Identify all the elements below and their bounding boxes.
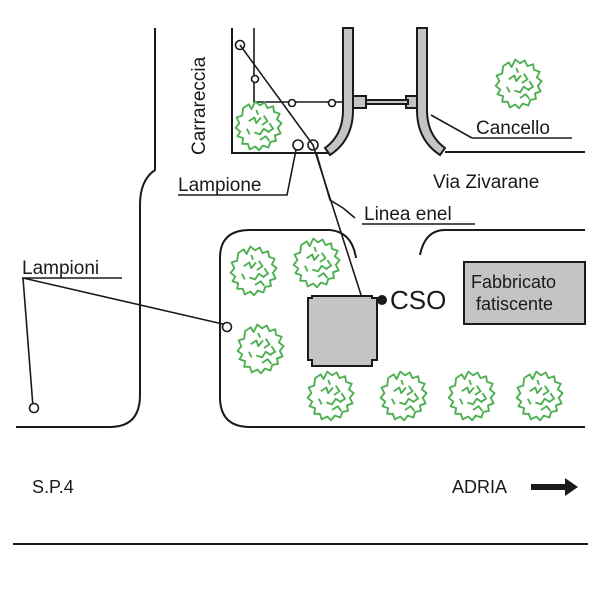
carrareccia-lane (231, 28, 330, 154)
via-zivarane-edge (419, 229, 585, 256)
lampioni-leaders (22, 277, 228, 408)
adria-arrow-icon (531, 478, 578, 496)
label-sp4: S.P.4 (32, 477, 74, 497)
tree-icon (292, 237, 341, 289)
lampione-leader (178, 149, 297, 196)
cso-point-icon (377, 295, 387, 305)
label-adria: ADRIA (452, 477, 507, 497)
label-fatiscente: fatiscente (476, 294, 553, 314)
tree-icon (379, 370, 428, 422)
cso-structure (307, 295, 378, 367)
gate-post-left (352, 95, 367, 109)
tree-icon (515, 370, 564, 422)
lamp-icon (327, 98, 337, 108)
tree-icon (494, 58, 543, 110)
lamp-icon (250, 74, 260, 84)
fabbricato-building (463, 261, 586, 325)
tree-icon (447, 370, 496, 422)
carrareccia-inner-line (253, 28, 345, 103)
tree-icon (306, 370, 355, 422)
label-carrareccia: Carrareccia (189, 56, 210, 155)
gate-bar (365, 99, 409, 105)
label-linea-enel: Linea enel (364, 204, 452, 225)
cancello-leader (430, 114, 473, 139)
label-fabbricato: Fabbricato (471, 272, 556, 292)
gate-wall-right (416, 27, 447, 157)
road-block-outline (219, 229, 585, 428)
linea-enel-leader (315, 151, 356, 219)
tree-icon (229, 245, 278, 297)
gate-wall-left (323, 27, 354, 157)
tree-icon (236, 323, 285, 375)
label-lampioni: Lampioni (22, 258, 99, 279)
label-via-zivarane: Via Zivarane (433, 172, 539, 193)
road-left-verge (16, 28, 156, 428)
label-cancello: Cancello (476, 118, 550, 139)
lampione-icon (292, 139, 304, 151)
label-cso: CSO (390, 285, 446, 315)
lamp-icon (287, 98, 297, 108)
label-lampione: Lampione (178, 175, 261, 196)
lampioni-icon (28, 402, 40, 414)
tree-icon (234, 100, 283, 152)
lampioni-icon (221, 321, 233, 333)
linea-enel-line (239, 44, 363, 299)
